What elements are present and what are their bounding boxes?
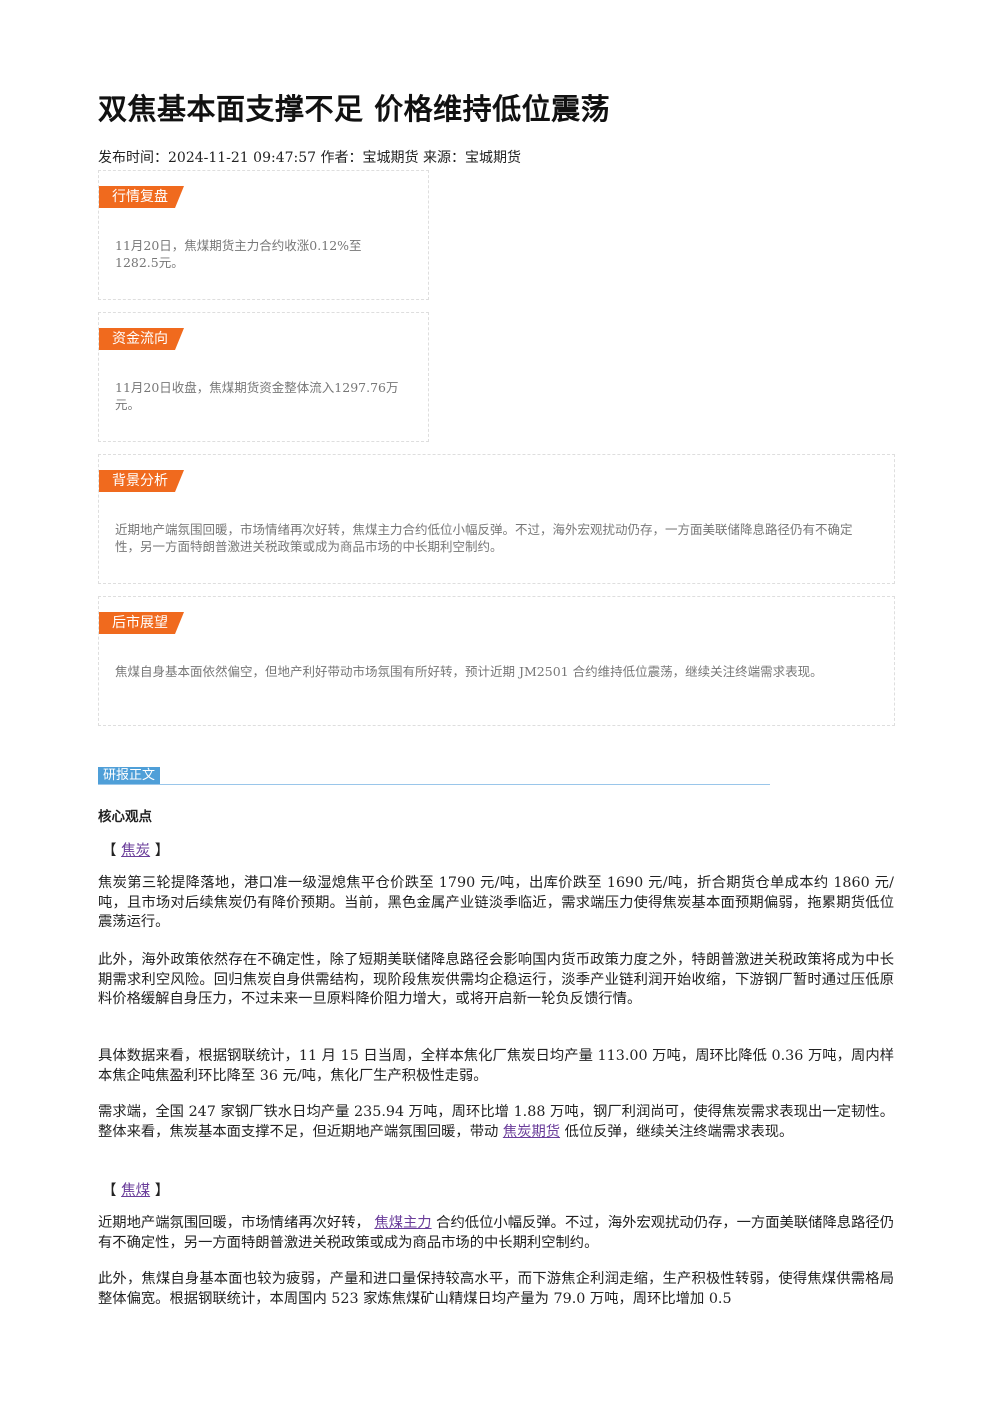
card-market-review-text: 11月20日，焦煤期货主力合约收涨0.12%至1282.5元。 <box>115 238 362 270</box>
coking-coal-link[interactable]: 焦煤 <box>121 1183 151 1199</box>
card-outlook: 后市展望 焦煤自身基本面依然偏空，但地产利好带动市场氛围有所好转，预计近期 JM… <box>98 596 895 726</box>
card-outlook-text: 焦煤自身基本面依然偏空，但地产利好带动市场氛围有所好转，预计近期 JM2501 … <box>115 664 823 679</box>
card-background-tag: 背景分析 <box>99 470 184 492</box>
coke-paragraph-4-text-a: 需求端，全国 247 家钢厂铁水日均产量 235.94 万吨，周环比增 1.88… <box>98 1104 894 1140</box>
card-background: 背景分析 近期地产端氛围回暖，市场情绪再次好转，焦煤主力合约低位小幅反弹。不过，… <box>98 454 895 584</box>
card-background-text: 近期地产端氛围回暖，市场情绪再次好转，焦煤主力合约低位小幅反弹。不过，海外宏观扰… <box>115 522 853 554</box>
article-title: 双焦基本面支撑不足 价格维持低位震荡 <box>98 92 611 126</box>
coke-heading: 【 焦炭 】 <box>102 839 169 860</box>
coking-coal-paragraph-1-text-a: 近期地产端氛围回暖，市场情绪再次好转， <box>98 1215 375 1231</box>
report-section-tag: 研报正文 <box>98 767 161 785</box>
card-market-review-tag: 行情复盘 <box>99 186 184 208</box>
coke-link[interactable]: 焦炭 <box>121 843 151 859</box>
coke-paragraph-4-text-b: 低位反弹，继续关注终端需求表现。 <box>560 1123 794 1140</box>
coke-paragraph-3: 具体数据来看，根据钢联统计，11 月 15 日当周，全样本焦化厂焦炭日均产量 1… <box>98 1048 894 1084</box>
card-fund-flow-tag: 资金流向 <box>99 328 184 350</box>
article-meta: 发布时间：2024-11-21 09:47:57 作者：宝城期货 来源：宝城期货 <box>98 150 521 166</box>
coking-coal-bracket-open: 【 <box>102 1183 117 1199</box>
card-fund-flow: 资金流向 11月20日收盘，焦煤期货资金整体流入1297.76万元。 <box>98 312 429 442</box>
coke-paragraph-2: 此外，海外政策依然存在不确定性，除了短期美联储降息路径会影响国内货币政策力度之外… <box>98 952 894 1007</box>
report-section-divider <box>98 784 770 785</box>
coke-paragraph-1: 焦炭第三轮提降落地，港口准一级湿熄焦平仓价跌至 1790 元/吨，出库价跌至 1… <box>98 875 894 930</box>
coke-bracket-close: 】 <box>154 843 170 859</box>
coking-coal-paragraph-1-text-b: 合约低位小幅反弹。不过，海外宏观扰动仍存，一方面美联储降息路径仍有不确定性，另一… <box>98 1215 894 1251</box>
coking-coal-bracket-close: 】 <box>154 1183 170 1199</box>
coking-coal-paragraph-1: 近期地产端氛围回暖，市场情绪再次好转， 焦煤主力 合约低位小幅反弹。不过，海外宏… <box>98 1214 894 1253</box>
coke-paragraph-4: 需求端，全国 247 家钢厂铁水日均产量 235.94 万吨，周环比增 1.88… <box>98 1103 894 1142</box>
report-section-header: 研报正文 <box>98 767 770 787</box>
coke-bracket-open: 【 <box>102 843 117 859</box>
card-fund-flow-text: 11月20日收盘，焦煤期货资金整体流入1297.76万元。 <box>115 380 399 412</box>
card-outlook-tag: 后市展望 <box>99 612 184 634</box>
core-view-heading: 核心观点 <box>98 809 152 825</box>
card-market-review: 行情复盘 11月20日，焦煤期货主力合约收涨0.12%至1282.5元。 <box>98 170 429 300</box>
coking-coal-paragraph-2: 此外，焦煤自身基本面也较为疲弱，产量和进口量保持较高水平，而下游焦企利润走缩，生… <box>98 1271 894 1307</box>
coking-coal-main-link[interactable]: 焦煤主力 <box>374 1215 432 1231</box>
coking-coal-heading: 【 焦煤 】 <box>102 1179 169 1200</box>
coke-futures-link[interactable]: 焦炭期货 <box>502 1123 561 1140</box>
